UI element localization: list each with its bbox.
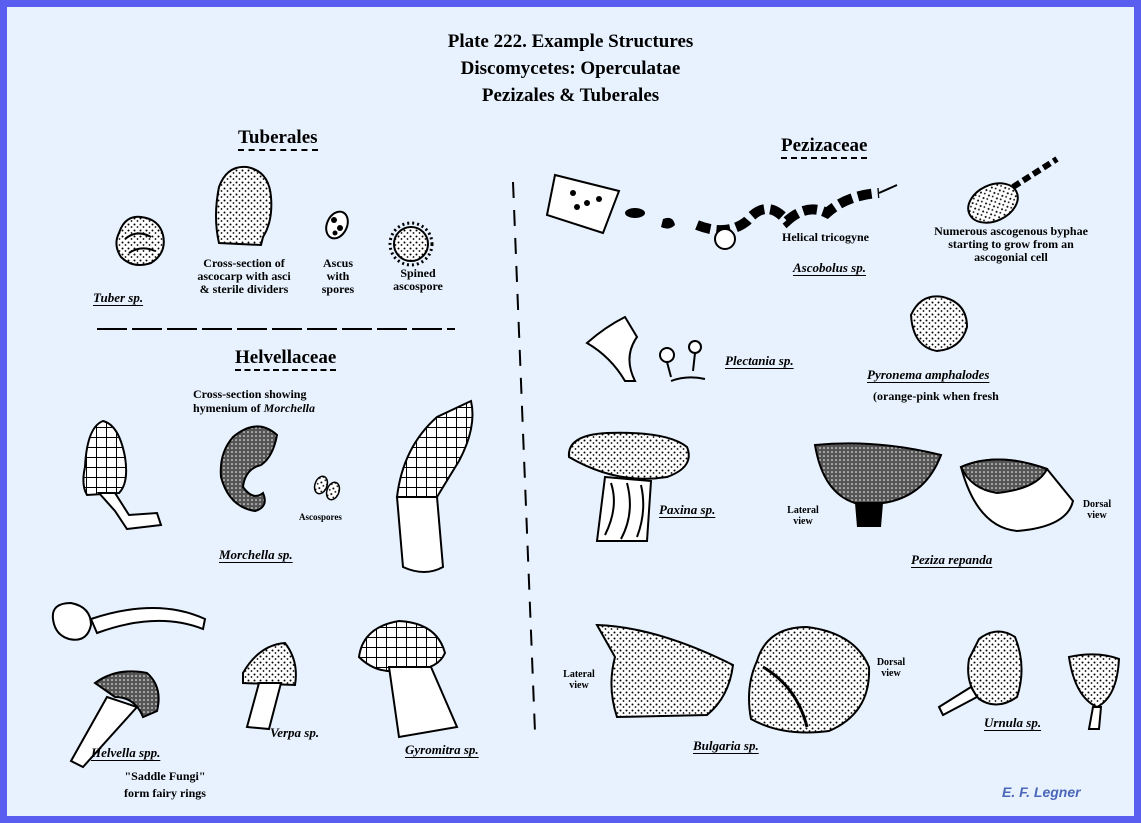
section-heading-tuberales: Tuberales bbox=[238, 127, 318, 151]
label-morchella: Morchella sp. bbox=[219, 547, 293, 562]
label-spined-ascospore: Spined ascospore bbox=[393, 266, 443, 293]
peziza-dorsal-illustration bbox=[959, 458, 1075, 533]
label-saddle-fungi-1: "Saddle Fungi" bbox=[124, 769, 206, 783]
label-pyronema: Pyronema amphalodes bbox=[867, 367, 990, 382]
label-urnula: Urnula sp. bbox=[984, 715, 1042, 730]
label-bulgaria-lateral-view: Lateral view bbox=[563, 669, 595, 691]
peziza-lateral-illustration bbox=[813, 442, 943, 527]
pyronema-illustration bbox=[909, 295, 969, 353]
spined-ascospore-illustration bbox=[388, 221, 434, 267]
label-ascobolus: Ascobolus sp. bbox=[793, 260, 866, 275]
morchella-illustration bbox=[82, 419, 163, 531]
label-paxina: Paxina sp. bbox=[659, 502, 716, 517]
center-divider bbox=[512, 181, 536, 733]
section-heading-pezizaceae: Pezizaceae bbox=[781, 135, 868, 159]
paxina-illustration bbox=[567, 431, 690, 542]
author-credit: E. F. Legner bbox=[1002, 784, 1081, 800]
label-peziza-lateral-view: Lateral view bbox=[787, 505, 819, 527]
plate-subtitle-2: Pezizales & Tuberales bbox=[481, 85, 660, 106]
plectania-illustration bbox=[585, 315, 706, 382]
label-peziza-dorsal-view: Dorsal view bbox=[1082, 499, 1112, 521]
label-helvella: Helvella spp. bbox=[91, 745, 161, 760]
tuber-illustration bbox=[115, 215, 165, 266]
label-numerous-ascogenous: Numerous ascogenous byphae starting to g… bbox=[934, 224, 1088, 264]
label-ascospores: Ascospores bbox=[299, 512, 342, 522]
label-plectania: Plectania sp. bbox=[725, 353, 794, 368]
plate-title: Plate 222. Example Structures bbox=[447, 31, 694, 52]
ascus-illustration bbox=[325, 210, 349, 240]
label-bulgaria: Bulgaria sp. bbox=[693, 738, 759, 753]
bulgaria-dorsal-illustration bbox=[748, 625, 871, 734]
morchella-column-illustration bbox=[395, 399, 474, 573]
label-gyromitra: Gyromitra sp. bbox=[405, 742, 479, 757]
plate-illustrations bbox=[51, 156, 1121, 769]
label-orange-pink: (orange-pink when fresh bbox=[873, 389, 999, 403]
label-cross-section-hymenium: Cross-section showing hymenium of Morche… bbox=[193, 387, 316, 415]
label-cross-section-ascocarp: Cross-section of ascocarp with asci & st… bbox=[197, 256, 291, 296]
label-peziza: Peziza repanda bbox=[911, 552, 993, 567]
ascobolus-illustration bbox=[545, 173, 898, 250]
section-heading-helvellaceae: Helvellaceae bbox=[235, 347, 337, 371]
label-tuber: Tuber sp. bbox=[93, 290, 144, 305]
label-verpa: Verpa sp. bbox=[270, 725, 320, 740]
urnula-illustration bbox=[937, 630, 1121, 730]
plate-subtitle: Discomycetes: Operculatae bbox=[460, 58, 681, 79]
label-saddle-fungi-2: form fairy rings bbox=[124, 786, 206, 800]
label-bulgaria-dorsal-view: Dorsal view bbox=[876, 657, 906, 679]
ascospores-illustration bbox=[313, 475, 341, 501]
label-helical-tricogyne: Helical tricogyne bbox=[782, 230, 869, 244]
ascogenous-hyphae-illustration bbox=[967, 156, 1059, 224]
plate-panel: Plate 222. Example Structures Discomycet… bbox=[7, 7, 1134, 816]
verpa-illustration bbox=[242, 641, 297, 731]
label-ascus-with-spores: Ascus with spores bbox=[321, 256, 355, 296]
bulgaria-lateral-illustration bbox=[595, 623, 735, 719]
gyromitra-illustration bbox=[357, 619, 459, 739]
hymenium-section-illustration bbox=[219, 425, 279, 513]
helvella-illustration bbox=[51, 601, 207, 769]
ascocarp-illustration bbox=[215, 165, 273, 247]
